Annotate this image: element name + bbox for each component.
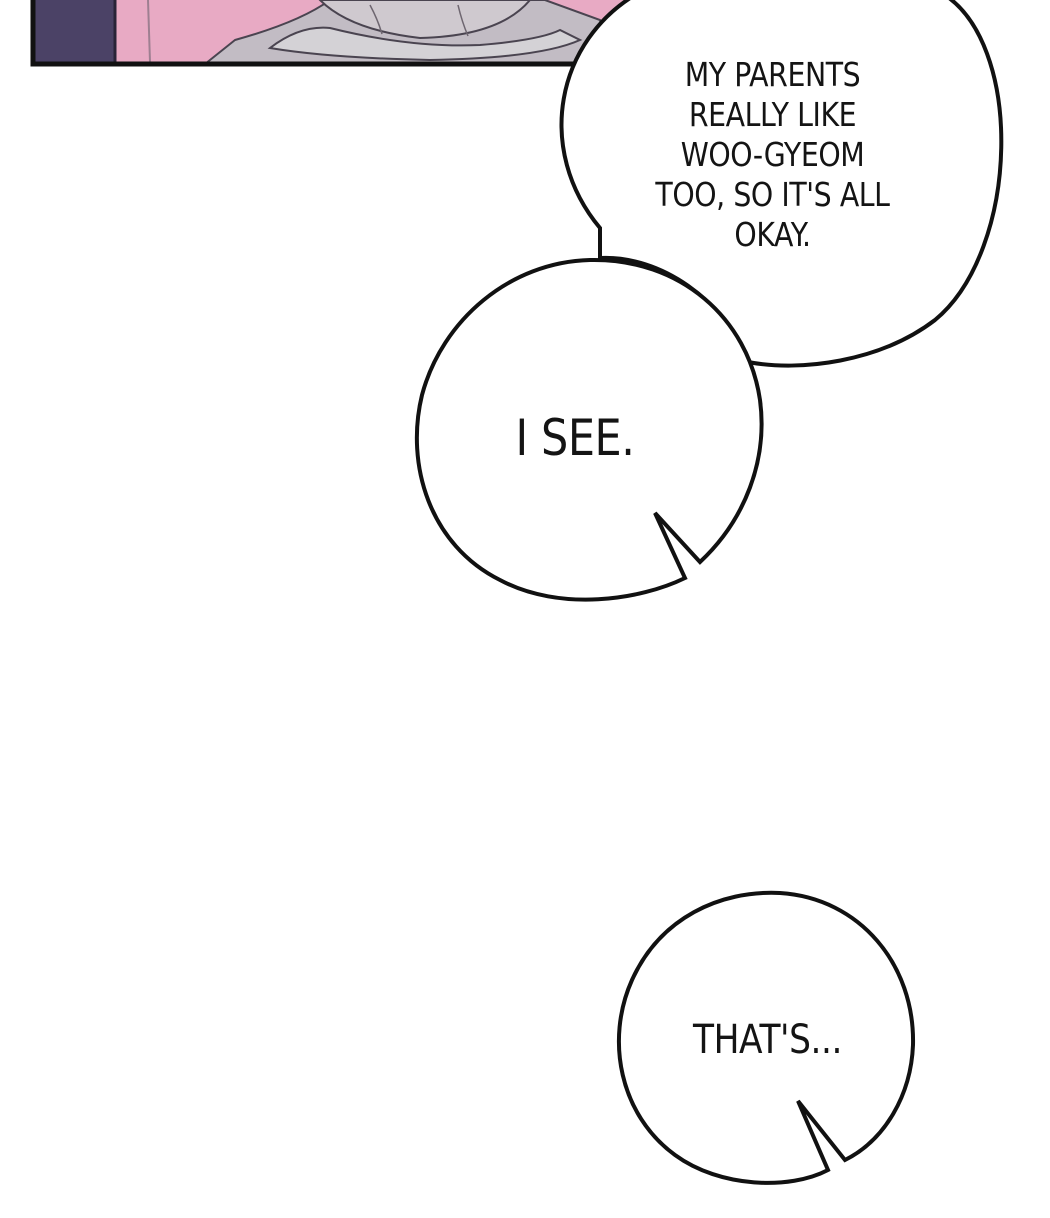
bubble-1-text: MY PARENTS REALLY LIKE WOO-GYEOM TOO, SO…: [624, 55, 921, 255]
top-panel: [30, 0, 633, 67]
bubble-3-shape: [616, 890, 916, 1185]
panel-dark-left-area: [33, 0, 115, 64]
bubble-1-line-4: TOO, SO IT'S ALL: [655, 175, 890, 214]
panel-vertical-line: [147, 0, 151, 63]
speech-bubble-2: [414, 257, 764, 602]
bubble-1-line-3: WOO-GYEOM: [680, 135, 865, 174]
neck-line-right: [457, 4, 469, 37]
bubble-1-line-1: MY PARENTS: [684, 55, 861, 94]
character-collar: [267, 26, 583, 62]
bubble-1-line-5: OKAY.: [734, 215, 811, 254]
bubble-2-shape: [414, 257, 764, 602]
bubble-1-line-2: REALLY LIKE: [688, 95, 857, 134]
speech-bubble-3: [616, 890, 916, 1185]
neck-line-left: [369, 4, 383, 35]
bubble-2-text: I SEE.: [515, 409, 635, 467]
bubble-3-text: THAT'S...: [693, 1017, 842, 1063]
panel-border: [30, 0, 633, 67]
